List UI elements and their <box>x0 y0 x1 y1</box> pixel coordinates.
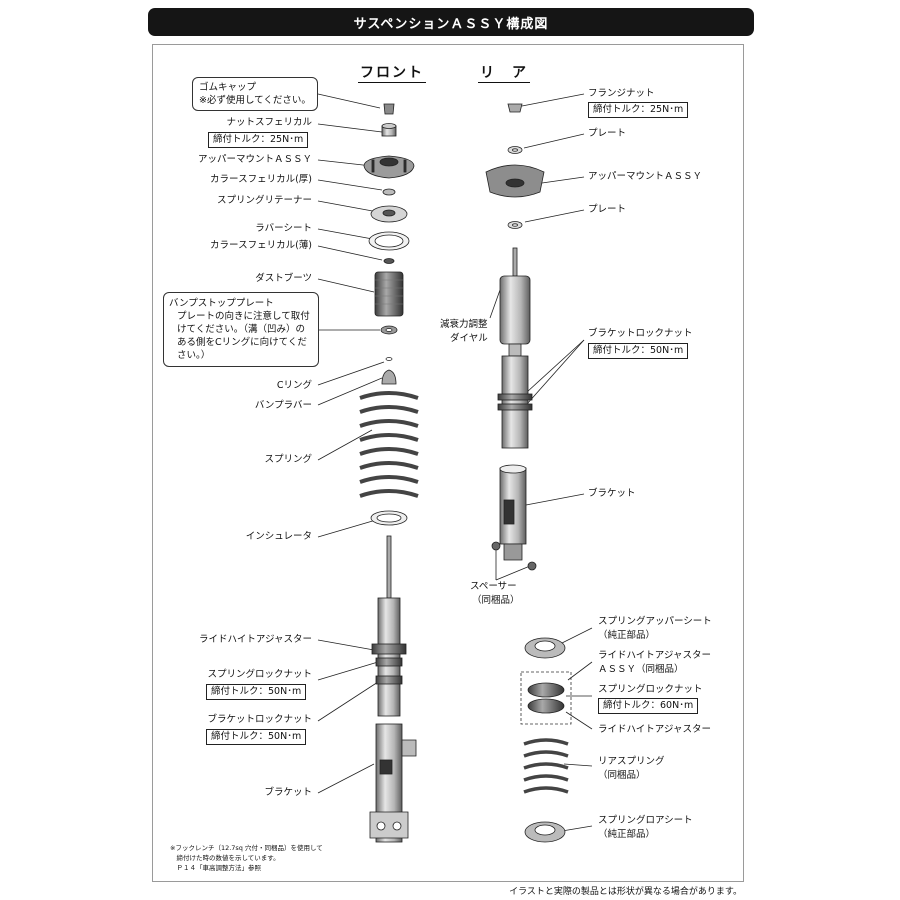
rubber-cap-note: ※必ず使用してください。 <box>199 95 311 106</box>
rear-ride-height-adjuster-label: ライドハイトアジャスター <box>598 724 711 735</box>
rear-spring-lower-seat-note: （純正部品） <box>598 829 656 840</box>
rear-plate-top-label: プレート <box>588 128 627 139</box>
rubber-cap-callout: ゴムキャップ ※必ず使用してください。 <box>192 77 318 111</box>
rear-plate-bottom-label: プレート <box>588 204 627 215</box>
disclaimer-footer: イラストと実際の製品とは形状が異なる場合があります。 <box>509 887 742 897</box>
rear-column-heading: リ ア <box>478 62 530 83</box>
front-collar-thick-label: カラースフェリカル(厚) <box>210 174 312 185</box>
torque-footnote-line-1: ※フックレンチ（12.7sq 穴付・同梱品）を使用して <box>170 844 323 852</box>
rear-spring-lower-seat-label: スプリングロアシート <box>598 815 693 826</box>
diagram-title: サスペンションＡＳＳＹ構成図 <box>148 8 754 36</box>
rear-spacer-label: スペーサー <box>470 581 517 592</box>
front-spring-retainer-label: スプリングリテーナー <box>216 195 312 206</box>
front-column-heading: フロント <box>358 62 426 83</box>
front-insulator-label: インシュレータ <box>245 531 312 542</box>
rear-spring-label: リアスプリング <box>598 756 665 767</box>
front-nut-torque-box: 締付トルク：25N･m <box>208 132 309 148</box>
leader-lines <box>317 93 593 833</box>
front-upper-mount-label: アッパーマウントＡＳＳＹ <box>197 154 312 165</box>
rear-spring-upper-seat-label: スプリングアッパーシート <box>598 616 712 627</box>
rear-spring-lock-torque-box: 締付トルク：60N･m <box>598 698 699 714</box>
front-bump-rubber-label: バンプラバー <box>254 400 312 411</box>
front-bracket-lock-nut-label: ブラケットロックナット <box>207 714 312 725</box>
rear-ride-height-assy-label: ライドハイトアジャスター <box>598 650 711 661</box>
rear-bracket-lock-torque-box: 締付トルク：50N･m <box>588 343 689 359</box>
front-c-ring-label: Cリング <box>276 380 312 391</box>
rear-spring-note: （同梱品） <box>598 770 646 781</box>
front-collar-thin-label: カラースフェリカル(薄) <box>210 240 312 251</box>
rear-flange-nut-label: フランジナット <box>588 88 655 99</box>
front-spring-label: スプリング <box>264 454 312 465</box>
rear-parts <box>485 103 572 843</box>
rear-flange-torque-box: 締付トルク：25N･m <box>588 102 689 118</box>
rear-damping-dial-label-1: 減衰力調整 <box>440 319 488 330</box>
bump-stop-plate-callout: バンプストッププレート プレートの向きに注意して取付けてください。（溝（凹み）の… <box>163 292 319 367</box>
rear-spring-lock-nut-label: スプリングロックナット <box>598 684 703 695</box>
front-ride-height-adjuster-label: ライドハイトアジャスター <box>199 634 312 645</box>
torque-footnote-line-2: 締付けた時の数値を示しています。 <box>170 854 280 862</box>
front-spring-lock-nut-label: スプリングロックナット <box>207 669 312 680</box>
front-dust-boot-label: ダストブーツ <box>255 273 312 284</box>
rear-bracket-lock-nut-label: ブラケットロックナット <box>588 328 693 339</box>
bump-stop-plate-label: バンプストッププレート <box>169 298 274 309</box>
front-nut-spherical-label: ナットスフェリカル <box>226 117 312 128</box>
torque-footnote-line-3: Ｐ１４「車高調整方法」参照 <box>170 864 262 872</box>
rubber-cap-label: ゴムキャップ <box>199 82 257 93</box>
diagram-panel <box>152 44 744 882</box>
front-bracket-lock-torque-box: 締付トルク：50N･m <box>206 729 307 745</box>
rear-spacer-note: （同梱品） <box>472 595 520 606</box>
rear-ride-height-assy-note: ＡＳＳＹ（同梱品） <box>598 664 684 675</box>
rear-upper-mount-label: アッパーマウントＡＳＳＹ <box>588 171 703 182</box>
front-spring-lock-torque-box: 締付トルク：50N･m <box>206 684 307 700</box>
rear-damping-dial-label-2: ダイヤル <box>450 333 488 344</box>
front-rubber-seat-label: ラバーシート <box>255 223 312 234</box>
rear-spring-upper-seat-note: （純正部品） <box>598 630 656 641</box>
front-bracket-label: ブラケット <box>264 787 312 798</box>
bump-stop-plate-note: プレートの向きに注意して取付けてください。（溝（凹み）のある側をCリングに向けて… <box>177 311 310 361</box>
front-parts <box>359 103 419 843</box>
rear-bracket-label: ブラケット <box>588 488 636 499</box>
